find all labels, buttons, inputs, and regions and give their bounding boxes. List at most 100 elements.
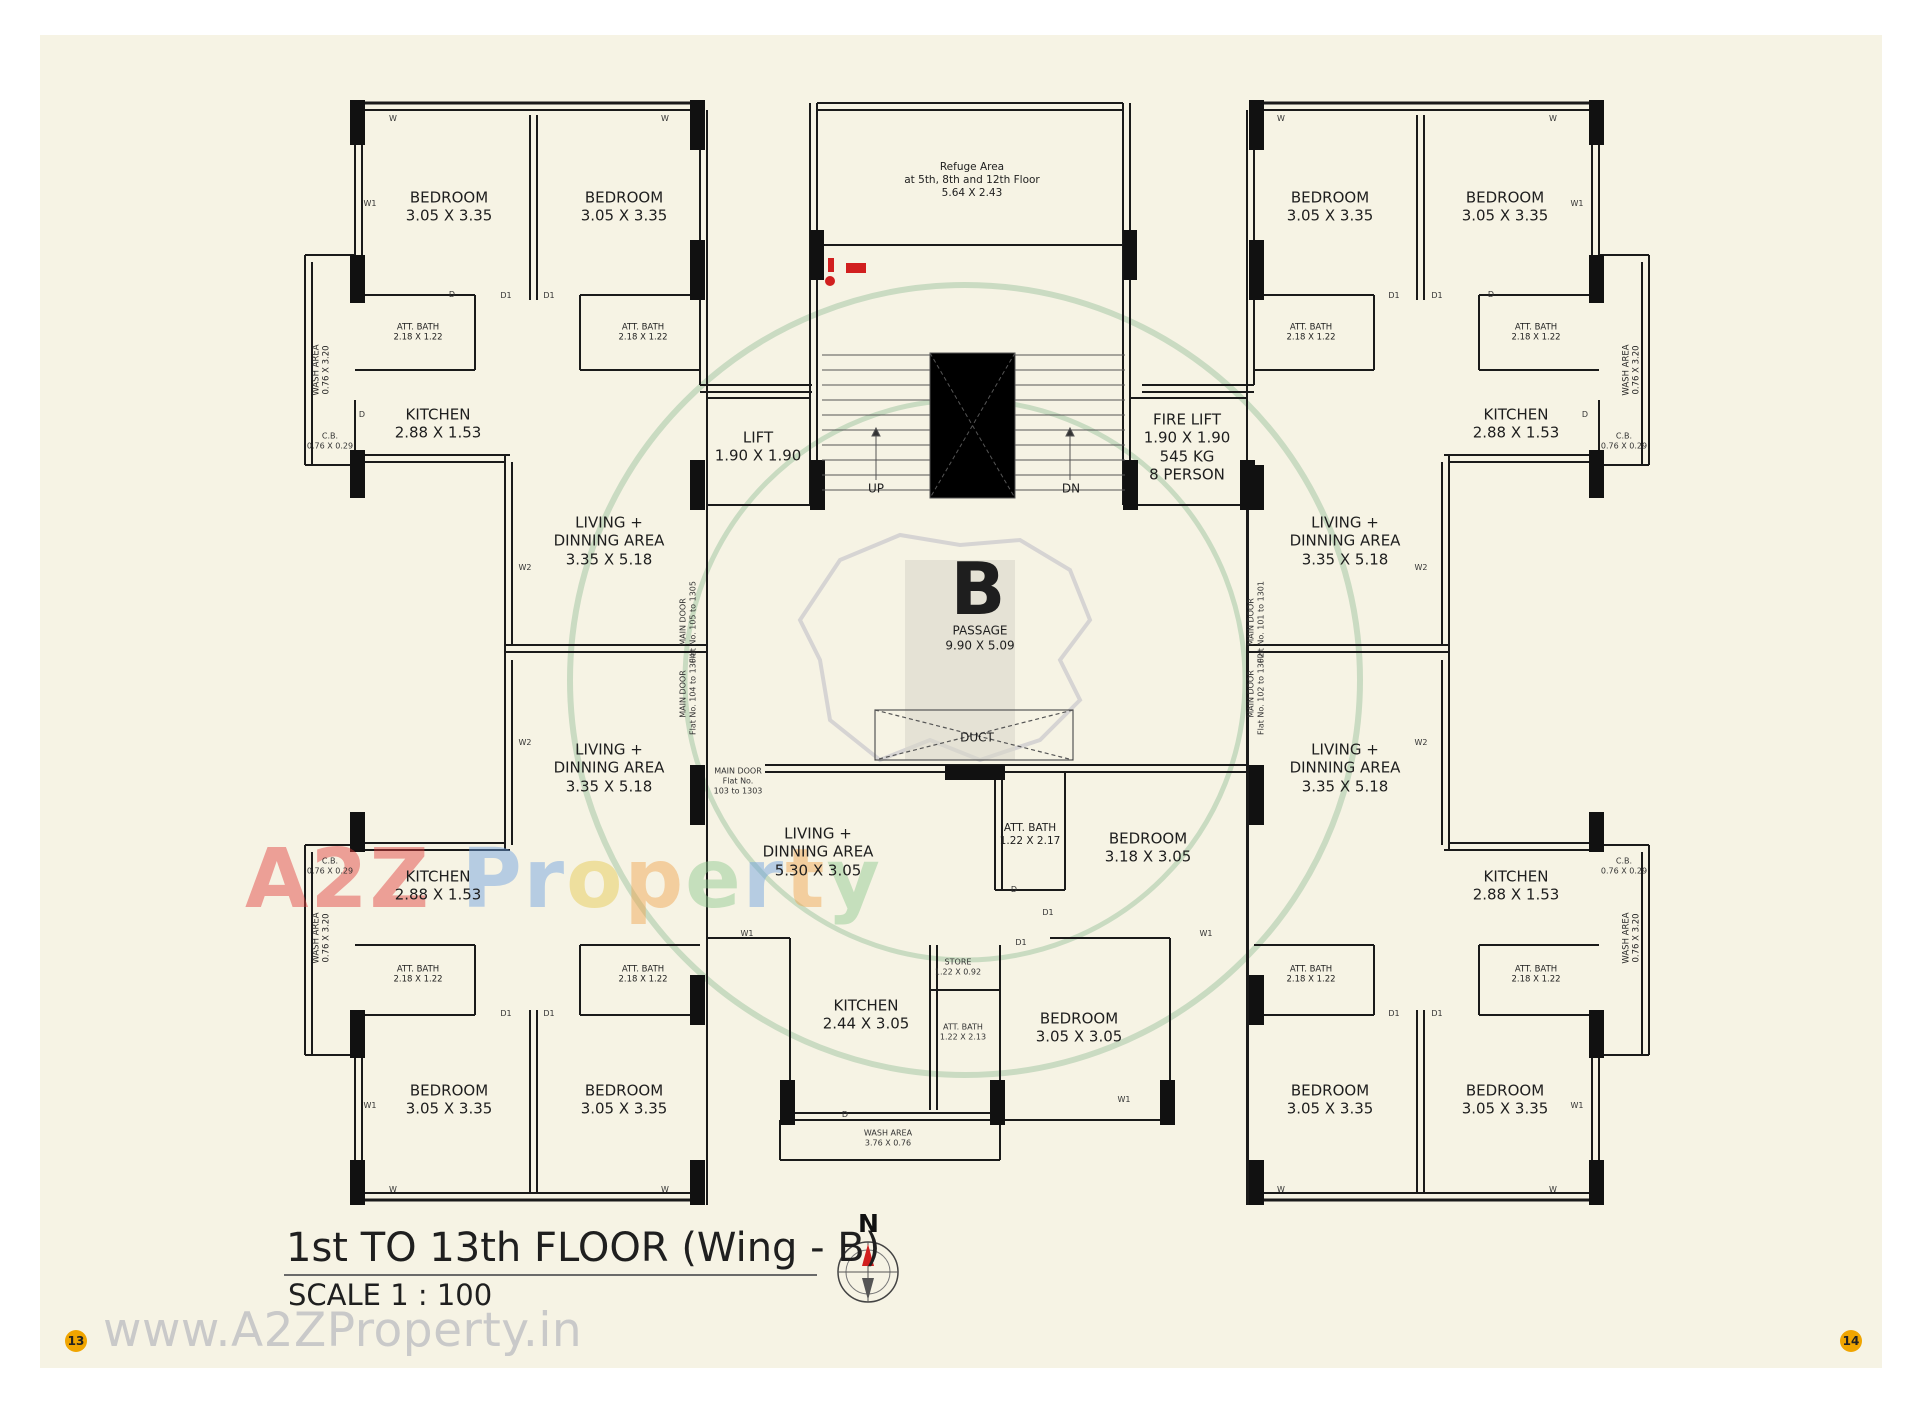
- label-line: BEDROOM: [1039, 1009, 1119, 1028]
- label-line: LIFT: [742, 428, 774, 447]
- cb-label: C.B.0.76 X 0.29: [307, 856, 353, 876]
- label-line: Flat No.: [722, 776, 754, 786]
- opening-tag: W: [1549, 114, 1557, 124]
- north-compass-icon: [837, 1241, 899, 1303]
- label-line: 3.05 X 3.05: [1035, 1028, 1123, 1046]
- label-line: KITCHEN: [1483, 405, 1549, 424]
- cb-label: C.B.0.76 X 0.29: [1601, 856, 1647, 876]
- label-line: 1.90 X 1.90: [1143, 428, 1231, 447]
- label-line: 1.22 X 2.17: [999, 835, 1061, 847]
- label-line: 0.76 X 3.20: [1632, 913, 1642, 963]
- cb-label: C.B.0.76 X 0.29: [307, 431, 353, 451]
- opening-tag: W1: [1571, 1101, 1584, 1111]
- label-line: 2.18 X 1.22: [618, 333, 668, 343]
- column: [1589, 1160, 1604, 1205]
- opening-tag: D1: [1042, 908, 1053, 918]
- label-line: D1: [1388, 291, 1400, 301]
- label-line: 103 to 1303: [713, 785, 763, 795]
- label-line: 1.90 X 1.90: [714, 447, 802, 465]
- label-line: 3.05 X 3.35: [1286, 207, 1374, 225]
- column: [1123, 230, 1137, 280]
- label-line: DUCT: [960, 730, 994, 745]
- opening-tag: W1: [1118, 1095, 1131, 1105]
- stair-up-label: UP: [868, 482, 884, 497]
- label-line: 0.76 X 0.29: [306, 441, 354, 450]
- opening-tag: W: [1549, 1185, 1557, 1195]
- column: [350, 255, 365, 303]
- label-line: 2.18 X 1.22: [1511, 333, 1561, 343]
- label-line: D1: [543, 291, 555, 301]
- column: [1249, 240, 1264, 300]
- opening-tag: D1: [1431, 291, 1442, 301]
- opening-tag: W: [389, 1185, 397, 1195]
- opening-tag: D1: [1431, 1009, 1442, 1019]
- label-line: Flat No. 101 to 1301: [1256, 581, 1265, 663]
- label-line: BEDROOM: [1465, 1081, 1545, 1100]
- label-line: 2.18 X 1.22: [393, 333, 443, 343]
- opening-tag: D: [449, 290, 455, 300]
- opening-tag: W: [661, 1185, 669, 1195]
- fire-extinguisher-icon: [825, 258, 866, 286]
- opening-tag: W1: [1200, 929, 1213, 939]
- label-line: ATT. BATH: [621, 322, 665, 333]
- label-line: ATT. BATH: [396, 964, 440, 975]
- label-line: 3.05 X 3.35: [405, 1100, 493, 1118]
- opening-tag: W1: [741, 929, 754, 939]
- label-line: D1: [1015, 938, 1027, 948]
- label-line: DN: [1061, 481, 1081, 496]
- label-line: ATT. BATH: [621, 964, 665, 975]
- compass-north-label: N: [858, 1209, 879, 1238]
- label-line: W: [1549, 114, 1557, 124]
- opening-tag: W: [661, 114, 669, 124]
- label-line: W1: [1570, 199, 1584, 209]
- label-line: ATT. BATH: [396, 322, 440, 333]
- label-line: W: [389, 114, 397, 124]
- label-line: 1.22 X 2.13: [939, 1032, 987, 1041]
- brand-letter: t: [785, 832, 827, 927]
- cb-label: C.B.0.76 X 0.29: [1601, 431, 1647, 451]
- label-line: D: [358, 410, 366, 420]
- column: [690, 975, 705, 1025]
- opening-tag: W1: [1571, 199, 1584, 209]
- label-line: D1: [500, 291, 512, 301]
- label-line: ATT. BATH: [1514, 322, 1558, 333]
- page-number-right: 14: [1840, 1330, 1862, 1352]
- label-line: Flat No. 104 to 1304: [688, 653, 697, 735]
- label-line: W: [1277, 1185, 1285, 1195]
- label-line: 0.76 X 3.20: [1632, 345, 1642, 395]
- label-line: LIVING +: [575, 740, 643, 759]
- stair-dn-label: DN: [1062, 482, 1080, 497]
- label-line: MAIN DOOR: [1246, 670, 1256, 718]
- opening-tag: D1: [1388, 1009, 1399, 1019]
- label-line: Flat No. 105 to 1305: [688, 581, 697, 663]
- label-line: 2.18 X 1.22: [618, 975, 668, 985]
- label-line: WASH AREA: [311, 344, 322, 396]
- label-line: LIVING +: [575, 513, 643, 532]
- column: [350, 1160, 365, 1205]
- column: [1589, 812, 1604, 852]
- opening-tag: W1: [364, 199, 377, 209]
- label-line: WASH AREA: [311, 912, 322, 964]
- label-line: D1: [543, 1009, 555, 1019]
- label-line: 0.76 X 3.20: [322, 913, 332, 963]
